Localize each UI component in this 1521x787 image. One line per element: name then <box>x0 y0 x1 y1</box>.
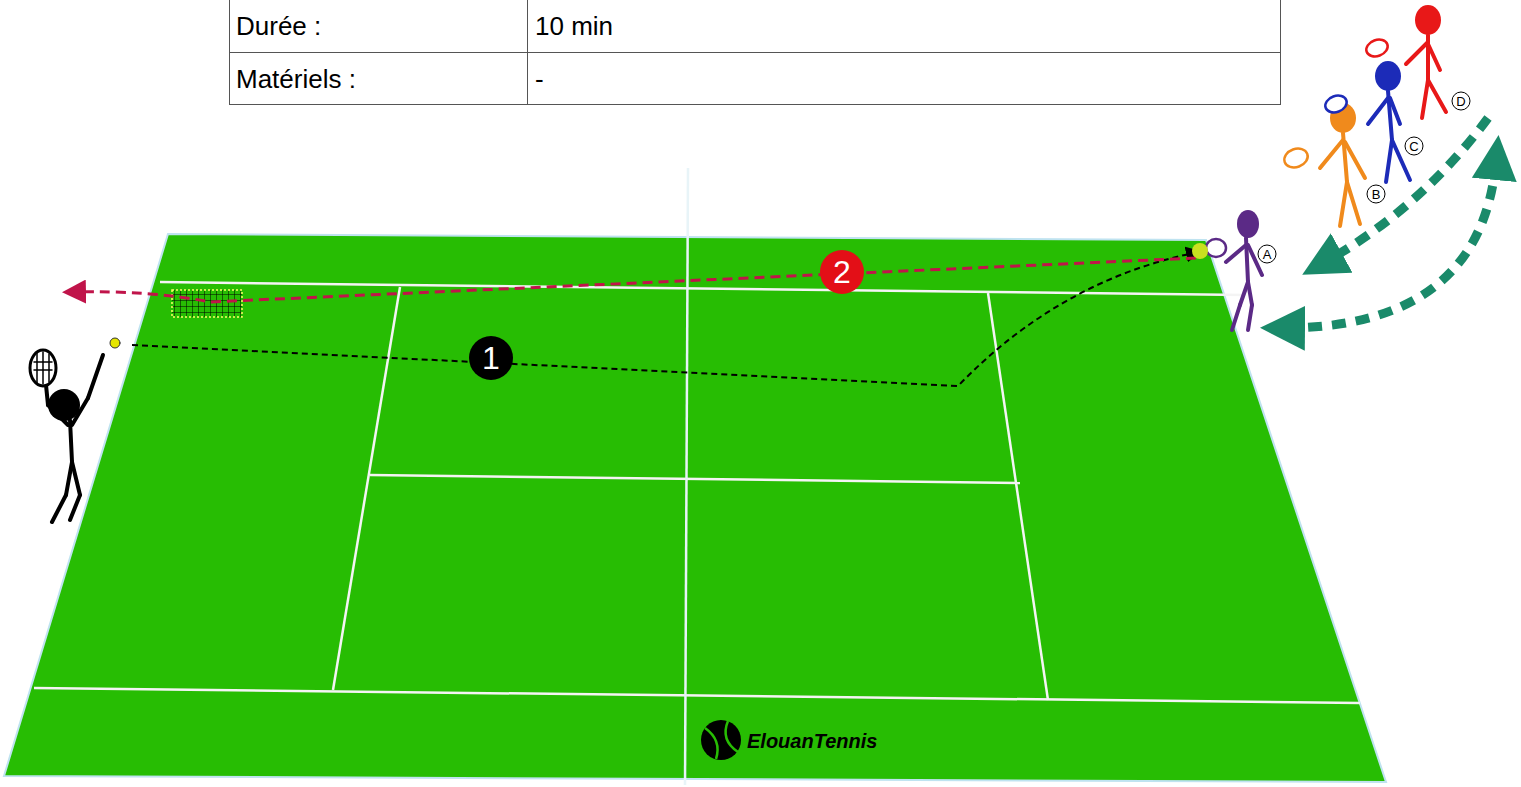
coach-figure <box>30 338 120 522</box>
player-c <box>1323 61 1410 182</box>
rotation-arrows <box>1278 118 1496 328</box>
player-letter: B <box>1372 188 1381 201</box>
player-d <box>1364 5 1446 118</box>
ball-path-2 <box>68 258 1196 302</box>
logo-ball <box>701 720 741 760</box>
tennis-court <box>4 168 1386 785</box>
info-table <box>230 0 1281 105</box>
watermark: ElouanTennis <box>747 731 877 751</box>
table-cell: Matériels : <box>236 66 356 92</box>
player-letter: A <box>1263 248 1272 261</box>
player-letter: D <box>1456 95 1465 108</box>
callout-number: 1 <box>482 342 500 374</box>
callout-disc <box>469 336 513 380</box>
player-a <box>1192 210 1262 330</box>
player-b <box>1282 103 1365 226</box>
player-letter: C <box>1409 140 1418 153</box>
table-cell: Durée : <box>236 13 321 39</box>
callout-number: 2 <box>833 256 851 288</box>
ball-path-1 <box>132 252 1198 386</box>
table-cell: - <box>535 66 544 92</box>
letter-rings <box>1258 92 1470 263</box>
table-cell: 10 min <box>535 13 613 39</box>
callout-disc <box>820 250 864 294</box>
